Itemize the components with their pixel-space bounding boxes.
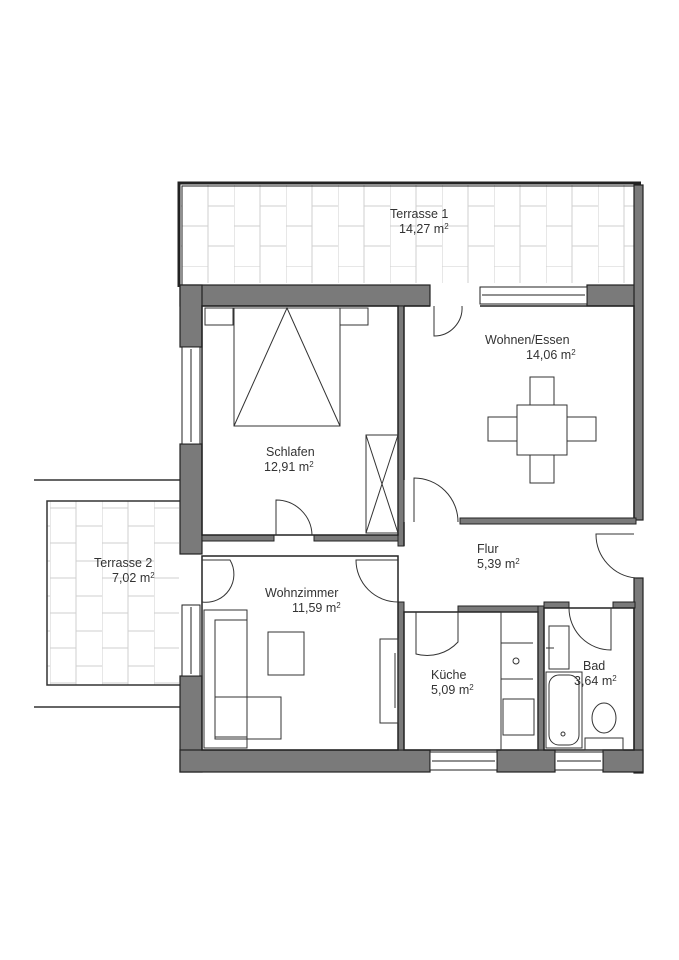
room-label-wohnzimmer: Wohnzimmer 11,59 m2 (265, 586, 341, 616)
bed-icon (204, 306, 369, 427)
terrasse-1 (177, 181, 641, 287)
room-area: 14,27 m2 (399, 222, 449, 236)
room-name: Wohnen/Essen (485, 333, 570, 347)
room-name: Terrasse 2 (94, 556, 153, 570)
tv-unit-icon (379, 638, 399, 724)
dining-table-icon (487, 376, 597, 484)
room-area: 5,09 m2 (431, 683, 474, 697)
room-area: 7,02 m2 (112, 571, 155, 585)
interior-walls (201, 305, 637, 751)
sofa-icon (203, 609, 282, 749)
sink-icon (546, 625, 570, 670)
doors (201, 305, 637, 656)
room-area: 3,64 m2 (574, 674, 617, 688)
room-label-kueche: Küche 5,09 m2 (431, 668, 474, 698)
coffee-table-icon (267, 631, 305, 676)
room-area: 11,59 m2 (292, 601, 341, 615)
room-area: 14,06 m2 (526, 348, 576, 362)
windows (181, 286, 604, 771)
exterior-walls (179, 184, 644, 774)
room-name: Bad (583, 659, 606, 673)
room-area: 5,39 m2 (477, 557, 520, 571)
room-label-terrasse-1: Terrasse 1 14,27 m2 (390, 207, 449, 237)
bathtub-icon (545, 671, 583, 749)
room-label-schlafen: Schlafen 12,91 m2 (264, 445, 315, 475)
terrasse-2 (34, 479, 180, 708)
room-label-wohnen-essen: Wohnen/Essen 14,06 m2 (485, 333, 576, 363)
room-label-terrasse-2: Terrasse 2 7,02 m2 (94, 556, 155, 586)
room-name: Terrasse 1 (390, 207, 449, 221)
room-area: 12,91 m2 (264, 460, 314, 474)
room-label-bad: Bad 3,64 m2 (574, 659, 617, 689)
room-name: Flur (477, 542, 499, 556)
toilet-icon (584, 702, 624, 751)
kitchen-counter-icon (500, 611, 539, 751)
room-outlines (201, 305, 635, 751)
room-name: Wohnzimmer (265, 586, 339, 600)
room-name: Schlafen (266, 445, 315, 459)
room-name: Küche (431, 668, 467, 682)
room-label-flur: Flur 5,39 m2 (477, 542, 520, 572)
wardrobe-icon (365, 434, 399, 534)
